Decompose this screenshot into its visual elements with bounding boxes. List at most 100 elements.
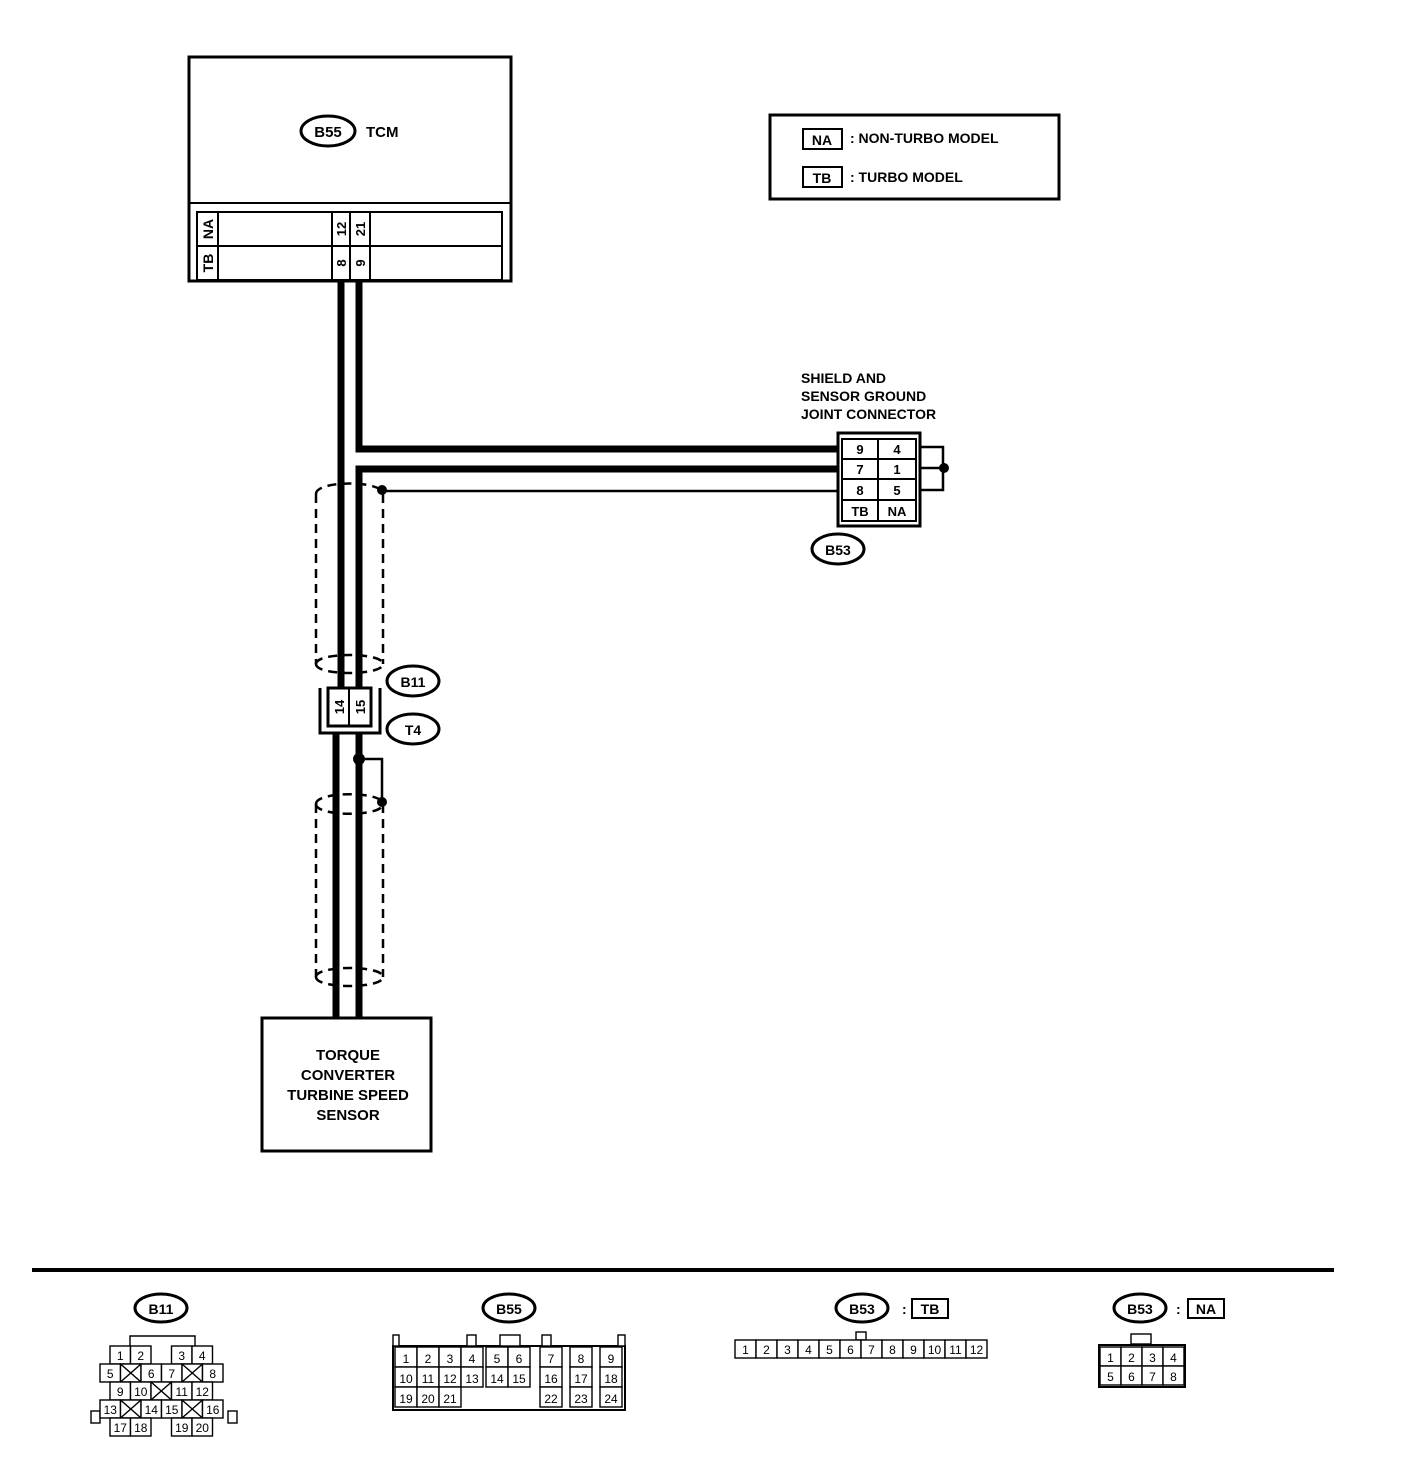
legend: NA : NON-TURBO MODEL TB : TURBO MODEL [768,113,1061,201]
b11-face-pin [181,1399,204,1419]
svg-text:6: 6 [516,1352,523,1366]
svg-text:18: 18 [604,1372,618,1386]
joint-pin-9: 9 [856,442,863,457]
svg-text:9: 9 [910,1343,917,1357]
splice-dot-lower [353,753,365,765]
b53-tb-face-pin: 9 [902,1339,925,1359]
svg-text:7: 7 [168,1367,175,1381]
b11-badge-label: B11 [401,674,426,690]
svg-text:10: 10 [928,1343,942,1357]
svg-text:12: 12 [970,1343,984,1357]
b55-face-pin: 15 [507,1366,531,1388]
tcm-row-na-code: NA [200,219,216,239]
shield-upper [314,482,387,675]
b11-face-pin: 8 [201,1363,224,1383]
wire-sensor-ground-to-joint-pin7 [355,465,840,688]
b53-tb-face-pin: 1 [734,1339,757,1359]
wire-shield-drain-lower [359,757,384,802]
svg-text:8: 8 [209,1367,216,1381]
joint-connector: SHIELD AND SENSOR GROUND JOINT CONNECTOR… [801,370,949,566]
b55-face-pin: 24 [599,1386,623,1408]
b55-face-pin: 6 [507,1346,531,1368]
joint-footer-tb: TB [851,504,868,519]
svg-text:6: 6 [1128,1370,1135,1384]
tcm-pin-21: 21 [353,222,368,236]
b11-face-pin: 11 [170,1381,193,1401]
b11-face-pin: 17 [109,1417,132,1437]
svg-text:7: 7 [868,1343,875,1357]
svg-text:2: 2 [763,1343,770,1357]
intermediate-pin-15: 15 [353,700,368,714]
b11-face-pin: 16 [201,1399,224,1419]
b11-face-pin [181,1363,204,1383]
intermediate-connector: 14 15 B11 T4 [318,664,441,746]
b53-badge [810,532,866,566]
svg-text:9: 9 [117,1385,124,1399]
wire-tcm-pin21-to-joint-pin9 [355,281,840,453]
wiring [332,281,840,1018]
svg-text:16: 16 [206,1403,220,1417]
tcm-pin-9: 9 [353,259,368,266]
b53-na-face-pin: 8 [1162,1365,1185,1386]
face-decorations [90,1331,1186,1424]
svg-text:19: 19 [175,1421,189,1435]
b11-face-pin: 13 [99,1399,122,1419]
face-b53-tb-label: B53 [849,1301,875,1317]
svg-text:13: 13 [465,1372,479,1386]
svg-text:8: 8 [889,1343,896,1357]
face-b11-label: B11 [149,1301,174,1317]
b53-tb-face-pin: 5 [818,1339,841,1359]
b55-face-pin: 9 [599,1346,623,1368]
svg-text:6: 6 [148,1367,155,1381]
b11-face-pin [150,1381,173,1401]
b55-face-pin: 18 [599,1366,623,1388]
svg-text:2: 2 [425,1352,432,1366]
b53-tb-face-pin: 4 [797,1339,820,1359]
face-b53-tb-header: B53 : TB [834,1292,949,1324]
svg-text:10: 10 [134,1385,148,1399]
joint-pin-5: 5 [893,483,900,498]
b11-face-pin: 15 [160,1399,183,1419]
b53-tb-face-pin: 11 [944,1339,967,1359]
b55-face-pin: 20 [416,1386,440,1408]
joint-pin-8: 8 [856,483,863,498]
joint-footer-na: NA [888,504,907,519]
legend-tb-text: : TURBO MODEL [850,169,963,185]
b11-face-pin: 19 [170,1417,193,1437]
b53-tb-face-pin: 10 [923,1339,946,1359]
b55-face-pin: 4 [460,1346,484,1368]
b11-face-pin: 10 [129,1381,152,1401]
svg-text:11: 11 [422,1372,435,1386]
svg-text:15: 15 [165,1403,179,1417]
face-b53-tb-variant: TB [921,1301,940,1317]
b11-face-pin: 12 [191,1381,214,1401]
svg-text:8: 8 [578,1352,585,1366]
shield-upper-drain-dot [377,485,387,495]
svg-text:24: 24 [604,1392,618,1406]
svg-text:5: 5 [1107,1370,1114,1384]
b53-na-face-pin: 4 [1162,1346,1185,1367]
b53-na-face-pin: 5 [1099,1365,1122,1386]
svg-text:8: 8 [1170,1370,1177,1384]
svg-text:12: 12 [443,1372,457,1386]
b53-na-face-pin: 1 [1099,1346,1122,1367]
b53-tb-face-pin: 12 [965,1339,988,1359]
svg-text:3: 3 [178,1349,185,1363]
svg-text:21: 21 [443,1392,457,1406]
svg-text:13: 13 [104,1403,118,1417]
svg-text:12: 12 [196,1385,210,1399]
b11-face-pin: 5 [99,1363,122,1383]
svg-text:22: 22 [544,1392,558,1406]
svg-text:17: 17 [114,1421,128,1435]
b55-face-pin: 22 [539,1386,563,1408]
b55-face-pin: 13 [460,1366,484,1388]
b55-face-pin: 5 [485,1346,509,1368]
tcm-connector-badge [299,114,357,148]
b11-face-pin: 18 [129,1417,152,1437]
face-b53-na-variant: NA [1196,1301,1216,1317]
tcm-pin-12: 12 [334,222,349,236]
t4-badge [385,712,441,746]
b53-tb-face-pin: 2 [755,1339,778,1359]
svg-text:4: 4 [805,1343,812,1357]
svg-text:5: 5 [494,1352,501,1366]
